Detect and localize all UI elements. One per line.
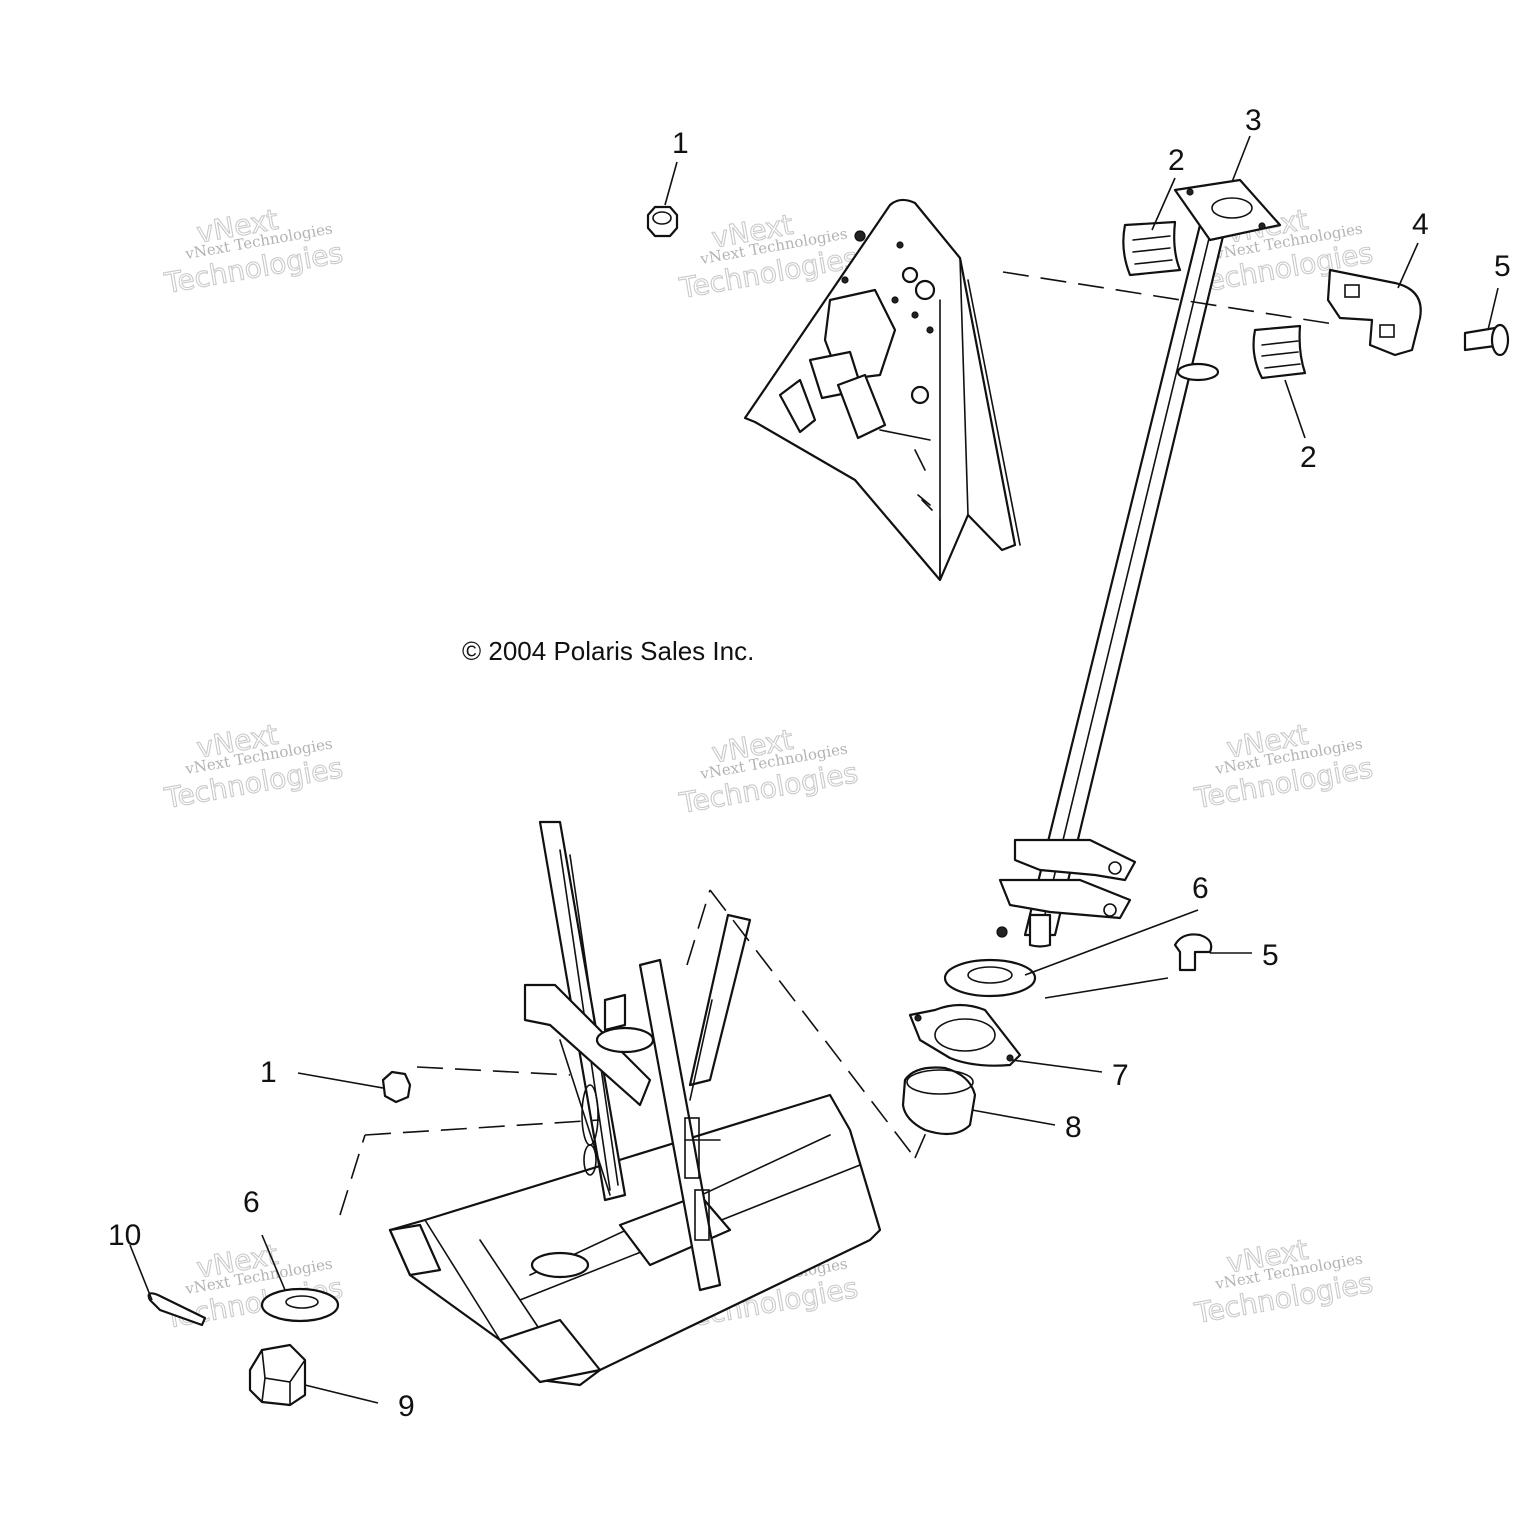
callout-9: 9 [398,1390,415,1423]
callout-2-top: 2 [1168,144,1185,177]
bushing-upper [1122,220,1182,277]
nut-top [646,205,679,238]
watermark-top-center: vNext vNext Technologies Technologies [676,207,861,305]
cotter-pin-10 [147,1292,207,1327]
nut-9 [248,1343,307,1407]
callout-10: 10 [108,1219,141,1252]
callout-8: 8 [1065,1111,1082,1144]
watermark-mid-right: vNext vNext Technologies Technologies [1191,717,1376,815]
watermark-top-left: vNext vNext Technologies Technologies [161,202,346,300]
callout-6-low: 6 [243,1186,260,1219]
clamp [1326,268,1422,357]
lower-frame [388,820,882,1387]
bearing-8 [901,1066,977,1136]
watermark-mid-center: vNext vNext Technologies Technologies [676,722,861,820]
callout-1-top: 1 [672,127,689,160]
nut-1-low [381,1070,412,1104]
callout-2-mid: 2 [1300,441,1317,474]
watermark-bottom-right: vNext vNext Technologies Technologies [1191,1232,1376,1330]
callout-6-mid: 6 [1192,872,1209,905]
callout-1-low: 1 [260,1056,277,1089]
upper-bulkhead-plate [743,198,1021,582]
callout-5-top: 5 [1494,250,1511,283]
bushing-lower [1252,324,1307,380]
steering-post [996,178,1282,948]
bolt-5-mid [1173,933,1213,972]
leader-lines [129,135,1499,1404]
washer-6-low [260,1287,340,1323]
flange-7 [908,1003,1022,1067]
watermark-mid-left: vNext vNext Technologies Technologies [161,717,346,815]
callout-3: 3 [1245,104,1262,137]
copyright-notice: © 2004 Polaris Sales Inc. [462,636,754,666]
bolt-top [1463,323,1510,357]
callout-7: 7 [1112,1059,1129,1092]
callout-4: 4 [1412,208,1429,241]
watermark-top-right: vNext vNext Technologies Technologies [1191,202,1376,300]
washer-6-mid [943,958,1037,998]
callout-5-mid: 5 [1262,939,1279,972]
